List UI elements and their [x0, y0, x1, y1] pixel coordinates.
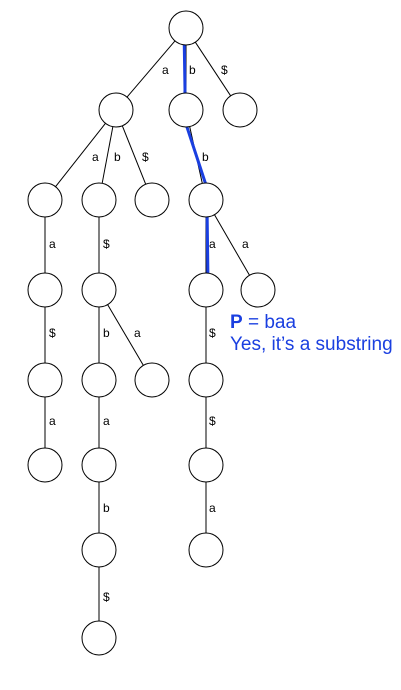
- search-path-line: [182, 26, 210, 284]
- trie-edge: [121, 125, 147, 185]
- edge-label: a: [242, 237, 249, 251]
- pattern-line: P = baa: [230, 312, 393, 334]
- trie-node: [81, 182, 117, 218]
- result-text: Yes, it’s a substring: [230, 334, 393, 355]
- edge-label: a: [92, 150, 99, 164]
- trie-node: [81, 532, 117, 568]
- edge-label: $: [221, 63, 228, 77]
- edge-label: $: [142, 150, 149, 164]
- edge-label: b: [202, 150, 209, 164]
- trie-node: [27, 362, 63, 398]
- edge-label: a: [103, 414, 110, 428]
- trie-node: [27, 182, 63, 218]
- trie-node: [81, 362, 117, 398]
- edge-label: $: [209, 326, 216, 340]
- edge-label: $: [49, 326, 56, 340]
- edge-label: b: [189, 63, 196, 77]
- trie-node: [188, 532, 224, 568]
- edge-label: a: [134, 326, 141, 340]
- trie-node: [240, 272, 276, 308]
- trie-node: [188, 272, 224, 308]
- trie-node: [27, 272, 63, 308]
- edge-label: a: [49, 414, 56, 428]
- trie-node: [81, 620, 117, 656]
- edge-label: $: [103, 590, 110, 604]
- trie-edge: [126, 40, 176, 98]
- trie-node: [168, 92, 204, 128]
- trie-node: [188, 182, 224, 218]
- pattern-variable: P: [230, 312, 243, 333]
- trie-edge: [107, 304, 144, 366]
- trie-node: [98, 92, 134, 128]
- edge-label: b: [114, 150, 121, 164]
- trie-node: [134, 182, 170, 218]
- trie-edge: [101, 126, 114, 184]
- trie-node: [188, 447, 224, 483]
- trie-edge: [194, 41, 232, 97]
- trie-node: [81, 447, 117, 483]
- trie-node: [222, 92, 258, 128]
- edge-label: a: [49, 237, 56, 251]
- trie-node: [134, 362, 170, 398]
- trie-node: [81, 272, 117, 308]
- trie-node: [27, 447, 63, 483]
- pattern-annotation: P = baa Yes, it’s a substring: [230, 312, 393, 356]
- trie-node: [168, 10, 204, 46]
- edge-label: a: [209, 501, 216, 515]
- edge-label: $: [103, 237, 110, 251]
- trie-edge: [55, 123, 106, 187]
- trie-edge: [214, 214, 250, 276]
- trie-node: [188, 362, 224, 398]
- pattern-value: = baa: [242, 312, 297, 333]
- edge-label: a: [209, 237, 216, 251]
- edge-label: b: [103, 501, 110, 515]
- edge-label: b: [103, 326, 110, 340]
- edge-label: $: [209, 414, 216, 428]
- edge-label: a: [162, 63, 169, 77]
